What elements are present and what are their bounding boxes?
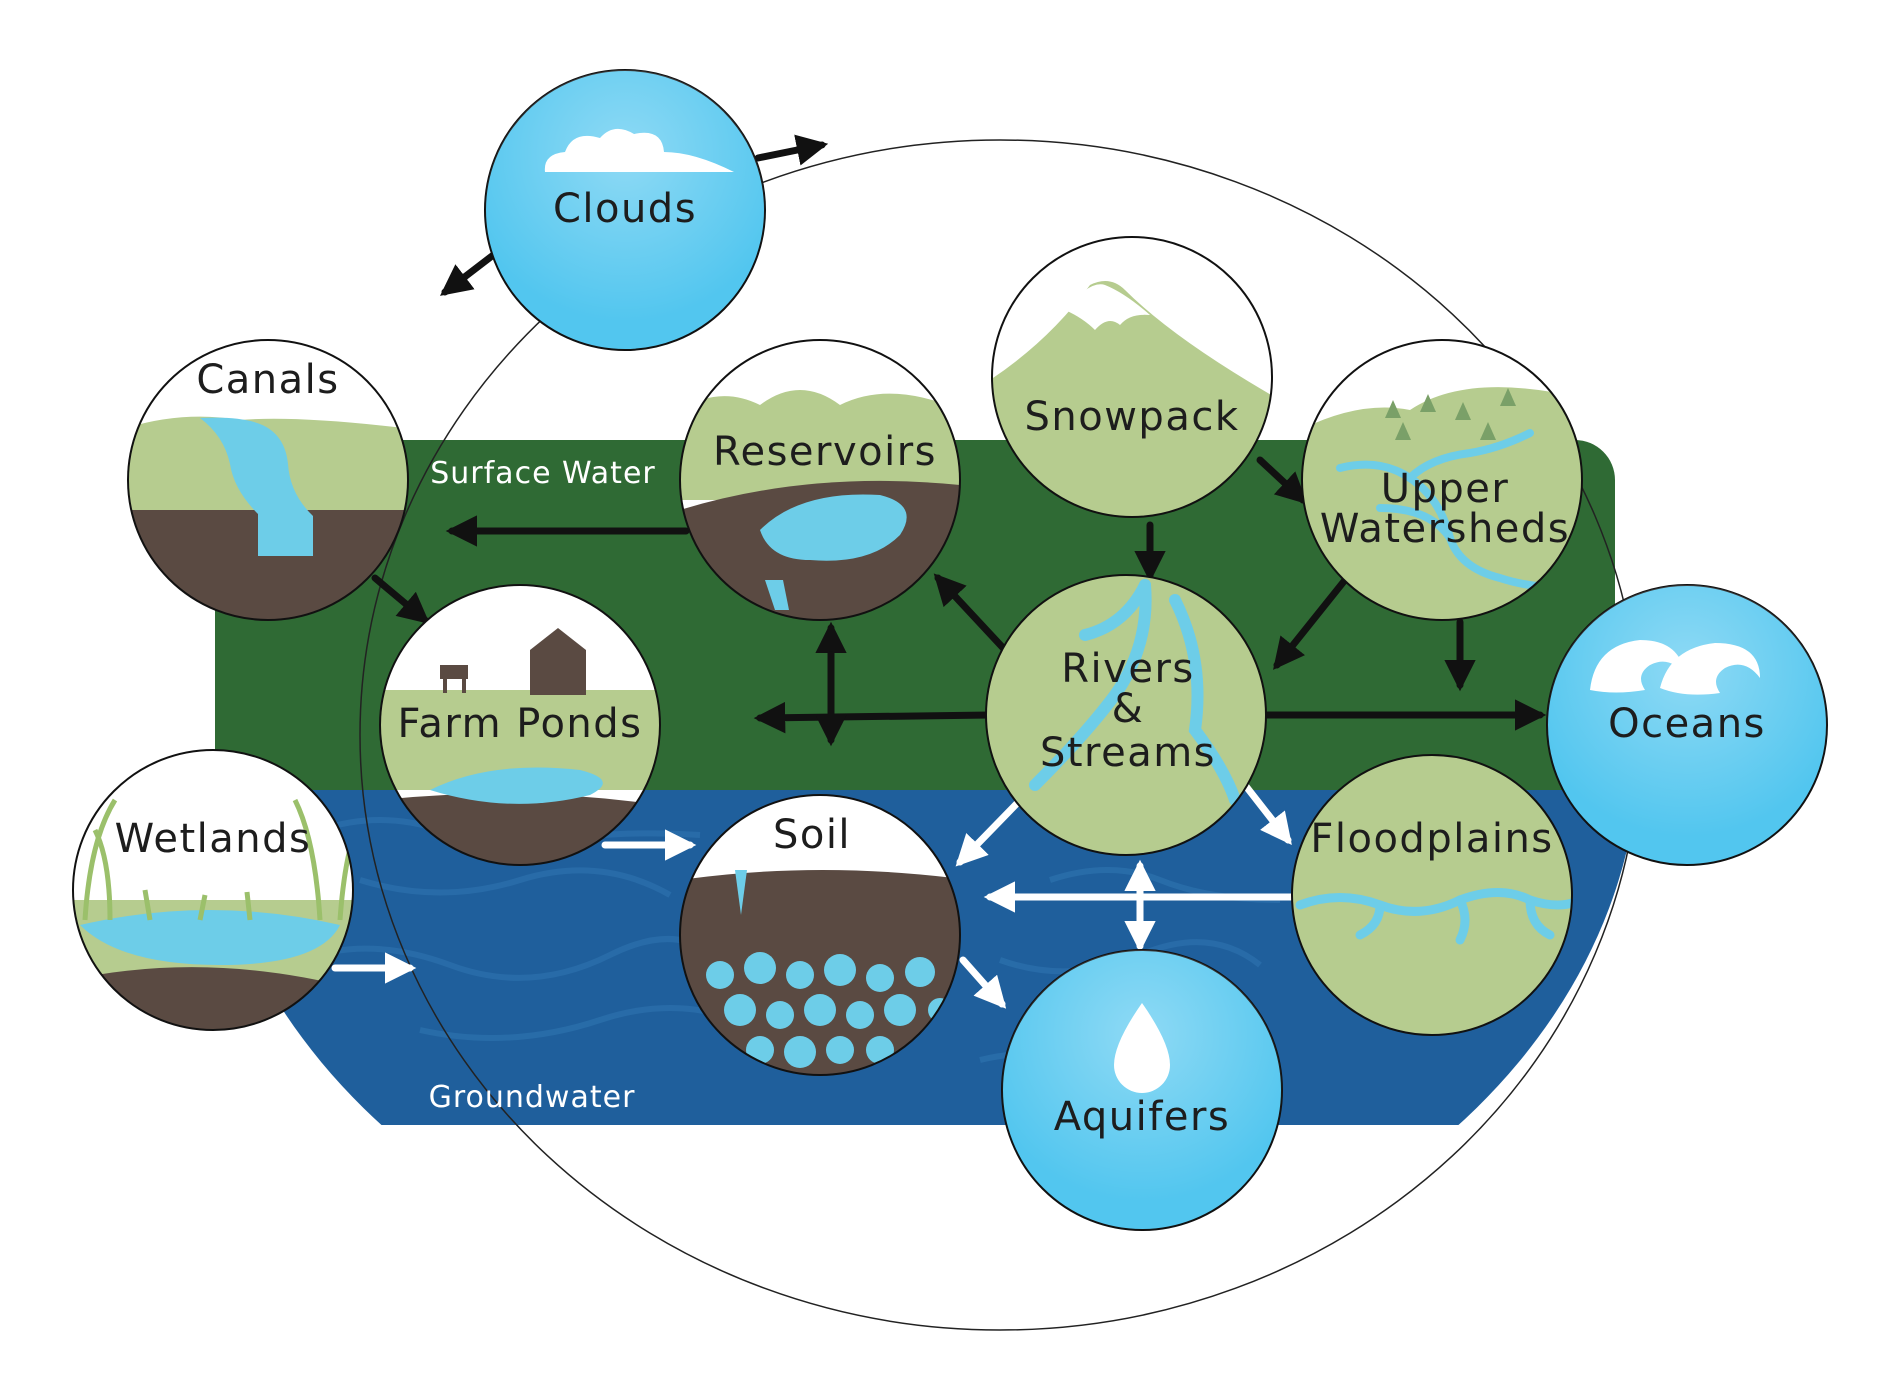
node-oceans: Oceans: [1546, 584, 1828, 866]
arrow-rivers-to-reservoirs: [933, 573, 1009, 654]
rivers-label-1: Rivers: [1061, 646, 1194, 692]
reservoir-icon: [760, 494, 907, 561]
node-rivers-streams: Rivers & Streams: [985, 574, 1267, 856]
node-aquifers: Aquifers: [1001, 949, 1283, 1231]
farm-ponds-label: Farm Ponds: [397, 701, 642, 747]
groundwater-label: Groundwater: [429, 1080, 636, 1115]
flow-arrows: [331, 134, 1547, 1009]
rivers-label-3: Streams: [1040, 730, 1216, 776]
node-canals: Canals: [127, 339, 409, 621]
node-soil: Soil: [679, 794, 961, 1076]
node-reservoirs: Reservoirs: [679, 339, 961, 621]
water-drop-icon: [1114, 1003, 1170, 1093]
wave-icon: [1590, 640, 1760, 695]
arrow-soil-to-aquifers: [959, 956, 1007, 1009]
cloud-icon: [544, 128, 734, 172]
reeds-icon: [82, 798, 353, 921]
mountain-snow-icon: [992, 281, 1272, 517]
wetlands-label: Wetlands: [115, 816, 312, 862]
aquifers-label: Aquifers: [1054, 1094, 1231, 1140]
arrow-clouds-to-cycle: [754, 134, 829, 166]
snowpack-label: Snowpack: [1025, 394, 1240, 440]
barn-cow-icon: [440, 628, 586, 695]
rivers-label-2: &: [1112, 686, 1145, 732]
river-icon: [1029, 579, 1241, 806]
upper-watersheds-label-2: Watersheds: [1320, 506, 1570, 552]
floodplains-label: Floodplains: [1310, 816, 1553, 862]
surface-water-label: Surface Water: [430, 456, 656, 491]
node-snowpack: Snowpack: [991, 236, 1273, 518]
oceans-label: Oceans: [1608, 701, 1766, 747]
arrow-upper-to-rivers: [1273, 576, 1349, 670]
canal-icon: [200, 417, 313, 556]
upper-watersheds-label-1: Upper: [1381, 466, 1510, 512]
floodplain-icon: [1295, 888, 1572, 945]
arrow-rivers-to-floodplains: [1241, 781, 1292, 845]
node-wetlands: Wetlands: [72, 749, 354, 1031]
clouds-label: Clouds: [553, 186, 697, 232]
node-floodplains: Floodplains: [1291, 754, 1573, 1036]
node-upper-watersheds: Upper Watersheds: [1301, 339, 1583, 621]
node-clouds: Clouds: [484, 69, 766, 351]
canals-label: Canals: [196, 357, 339, 403]
watershed-icon: [1336, 429, 1574, 592]
soil-label: Soil: [773, 812, 851, 858]
arrow-rivers-to-farm: [753, 701, 994, 734]
reservoirs-label: Reservoirs: [713, 429, 937, 475]
arrow-clouds-to-canals: [439, 252, 496, 296]
node-farm-ponds: Farm Ponds: [379, 584, 661, 866]
arrow-canals-to-farm: [371, 574, 430, 625]
arrow-snow-to-upper: [1256, 456, 1308, 505]
